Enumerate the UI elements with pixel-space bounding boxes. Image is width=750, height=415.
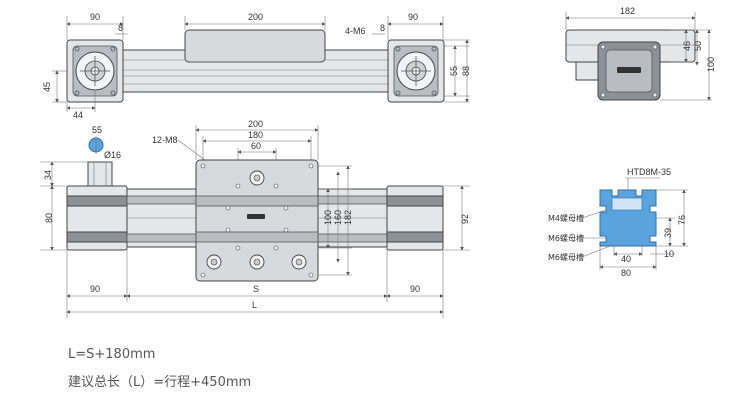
dim-top-4m6: 4-M6 — [345, 26, 366, 36]
dim-top-45: 45 — [42, 82, 52, 92]
dim-end-182: 182 — [620, 6, 635, 16]
dim-top-right-8: 8 — [380, 23, 385, 33]
profile-belt-label: HTD8M-35 — [627, 167, 671, 177]
dim-shaft-55: 55 — [92, 125, 102, 135]
dim-v92: 92 — [460, 214, 470, 224]
profile-dim-80: 80 — [621, 268, 631, 278]
dim-end-46: 46 — [682, 41, 692, 51]
dim-top-55: 55 — [449, 66, 459, 76]
dim-height-34: 34 — [43, 170, 53, 180]
dim-v182: 182 — [343, 210, 353, 225]
dim-stroke-s: S — [253, 284, 259, 294]
dim-top-left-90: 90 — [90, 12, 100, 22]
dim-top-left-8: 8 — [118, 23, 123, 33]
recommended-length: 建议总长（L）=行程+450mm — [68, 375, 252, 390]
dim-bottom-right-90: 90 — [410, 284, 420, 294]
dim-holes-12m8: 12-M8 — [152, 135, 178, 145]
profile-label-m6-2: M6螺母槽 — [548, 252, 584, 262]
profile-dim-10: 10 — [664, 249, 674, 259]
top-view: 90 8 200 4-M6 8 90 — [42, 12, 471, 120]
profile-view: HTD8M-35 M4螺母槽 M6螺母槽 M6螺母槽 39 76 10 40 8… — [548, 167, 688, 278]
dim-end-100: 100 — [706, 57, 716, 72]
dim-plate-200: 200 — [248, 119, 263, 129]
profile-label-m6-1: M6螺母槽 — [548, 233, 584, 243]
dim-v100: 100 — [323, 210, 333, 225]
dim-top-88: 88 — [461, 66, 471, 76]
dim-v160: 160 — [333, 210, 343, 225]
profile-dim-39: 39 — [663, 228, 673, 238]
dim-plate-180: 180 — [248, 130, 263, 140]
front-view: 55 Ø16 12-M8 200 180 60 — [40, 119, 470, 318]
dim-end-50: 50 — [693, 41, 703, 51]
dim-bottom-left-90: 90 — [90, 284, 100, 294]
profile-label-m4: M4螺母槽 — [548, 213, 584, 223]
dim-shaft-dia: Ø16 — [104, 150, 121, 160]
dim-top-200: 200 — [248, 12, 263, 22]
dim-top-44: 44 — [73, 110, 83, 120]
dim-plate-60: 60 — [251, 141, 261, 151]
dim-total-l: L — [252, 300, 257, 310]
dim-height-80: 80 — [44, 213, 54, 223]
end-view: 182 46 50 100 — [565, 6, 716, 101]
dim-top-right-90: 90 — [408, 12, 418, 22]
length-formula: L=S+180mm — [68, 347, 156, 362]
profile-dim-40: 40 — [621, 254, 631, 264]
profile-dim-76: 76 — [677, 215, 687, 225]
